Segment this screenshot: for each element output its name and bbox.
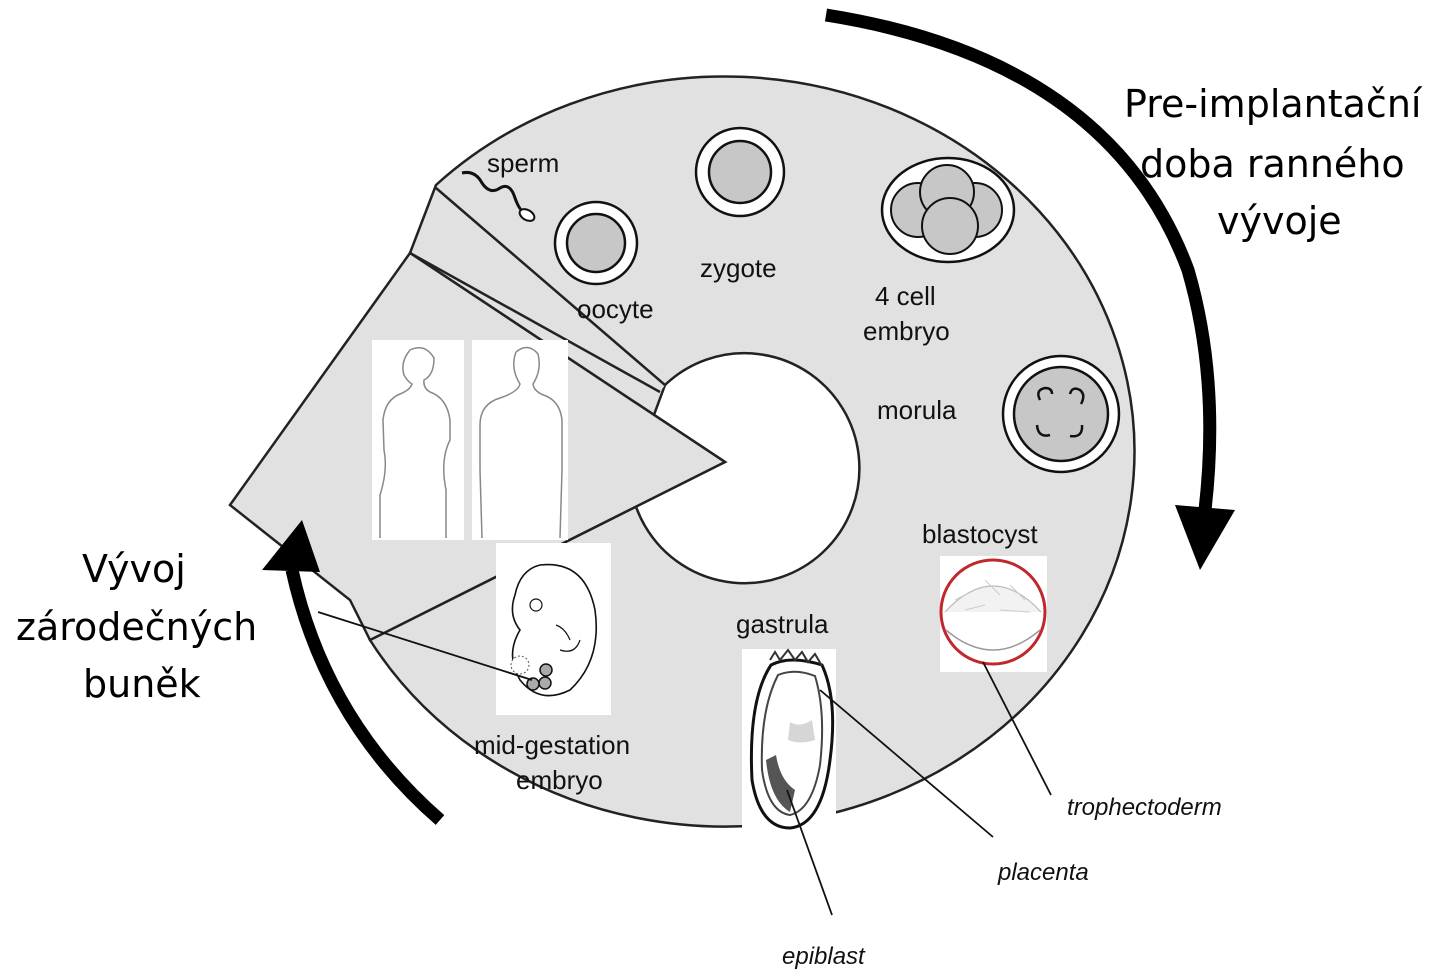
four-cell-label-line2: embryo [863,316,950,346]
mid-gestation-embryo-icon [496,543,611,715]
four-cell-embryo-icon [882,158,1014,262]
preimplant-caption-line3: vývoje [1217,199,1342,243]
placenta-label: placenta [997,859,1089,886]
mid-gestation-label-line1: mid-gestation [474,730,630,760]
oocyte-icon [555,202,637,284]
morula-label: morula [877,395,957,425]
germline-caption-line2: zárodečných [16,605,257,649]
sperm-label: sperm [487,148,559,178]
preimplant-caption-line1: Pre-implantační [1124,82,1423,126]
mid-gestation-label-line2: embryo [516,765,603,795]
zygote-label: zygote [700,253,777,283]
blastocyst-icon [940,556,1047,672]
trophectoderm-label: trophectoderm [1067,794,1222,821]
four-cell-label-line1: 4 cell [875,281,936,311]
zygote-icon [696,128,784,216]
blastocyst-label: blastocyst [922,519,1038,549]
oocyte-label: oocyte [577,294,654,324]
preimplant-caption-line2: doba ranného [1140,142,1405,186]
germline-caption-line3: buněk [83,662,201,706]
gastrula-label: gastrula [736,609,829,639]
gastrula-icon [742,649,836,835]
germline-caption-line1: Vývoj [82,547,186,591]
morula-icon [1003,356,1119,472]
epiblast-label: epiblast [782,943,866,970]
